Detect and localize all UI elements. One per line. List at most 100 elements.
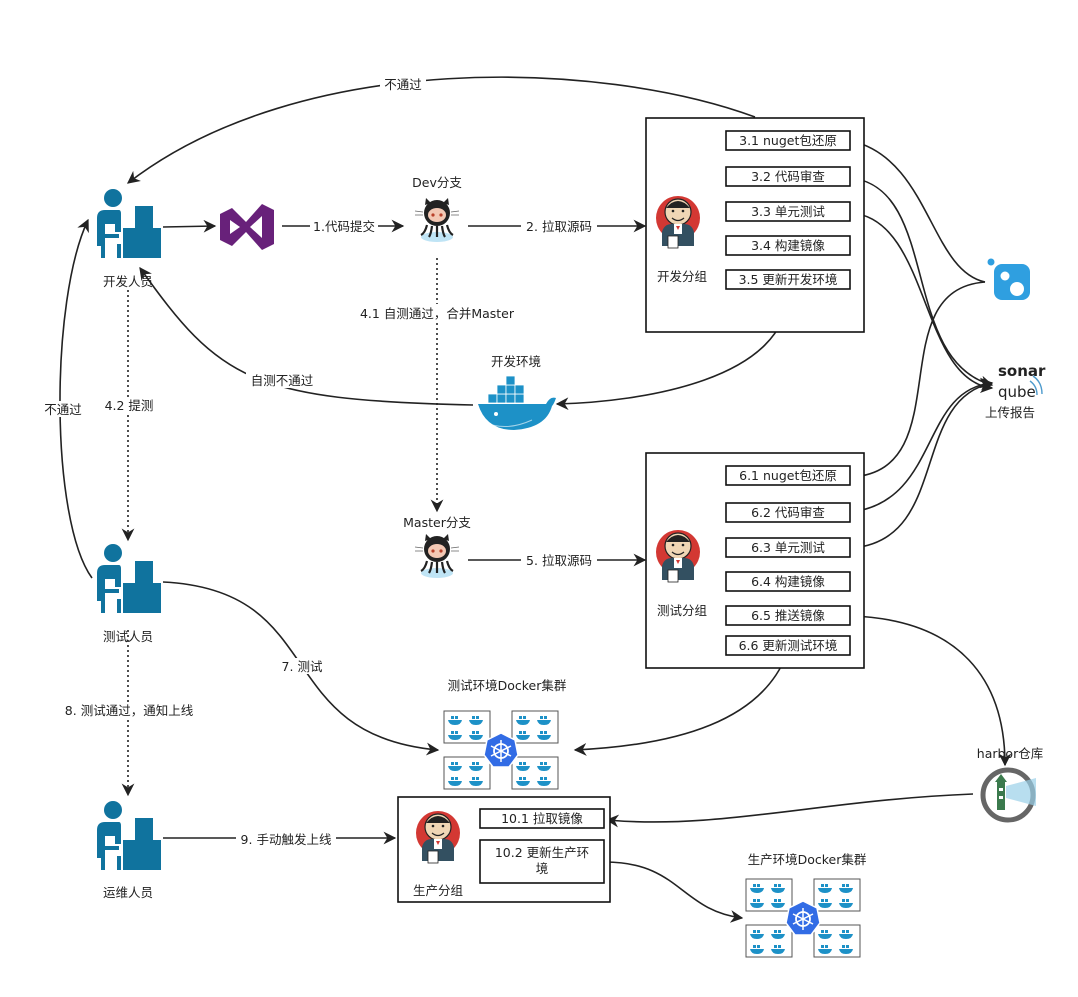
prod-step-1: 10.1 拉取镜像 — [479, 808, 605, 829]
prod-group: 生产分组 10.1 拉取镜像 10.2 更新生产环 境 — [397, 796, 611, 903]
prod-k8s-icon — [746, 879, 860, 957]
harbor-label: harbor仓库 — [977, 746, 1043, 761]
jenkins-dev-icon — [655, 195, 701, 249]
dev-env-node: 开发环境 — [477, 354, 557, 431]
harbor-icon — [980, 767, 1036, 823]
nuget-icon — [987, 258, 1030, 300]
edge-nuget-dev — [850, 137, 986, 283]
test-step-4-label: 6.4 构建镜像 — [751, 574, 825, 589]
test-step-6: 6.6 更新测试环境 — [725, 635, 851, 656]
edges-layer — [59, 76, 1012, 923]
github-dev-node: Dev分支 — [412, 175, 462, 244]
edge-review-sonar-dev — [851, 177, 994, 389]
test-step-6-label: 6.6 更新测试环境 — [739, 638, 838, 653]
test-step-5: 6.5 推送镜像 — [725, 605, 851, 626]
ops-label: 运维人员 — [103, 885, 153, 900]
dev-step-5: 3.5 更新开发环境 — [725, 269, 851, 290]
nuget-node — [987, 258, 1030, 300]
tester-label: 测试人员 — [103, 629, 153, 644]
edge-push-harbor — [851, 615, 1012, 767]
label-notify: 8. 测试通过，通知上线 — [65, 703, 194, 718]
prod-step-1-label: 10.1 拉取镜像 — [501, 811, 583, 826]
harbor-node: harbor仓库 — [977, 746, 1043, 823]
docker-icon — [477, 375, 557, 431]
jenkins-prod-icon — [415, 810, 461, 864]
dev-step-4-label: 3.4 构建镜像 — [751, 238, 825, 253]
prod-step-2-line2: 境 — [536, 861, 549, 876]
label-test: 7. 测试 — [282, 659, 323, 674]
edge-dev-to-vs — [162, 219, 217, 233]
label-manual: 9. 手动触发上线 — [241, 832, 332, 847]
label-self-fail: 自测不通过 — [251, 373, 314, 388]
dev-step-4: 3.4 构建镜像 — [725, 235, 851, 256]
master-branch-label: Master分支 — [403, 515, 471, 530]
prod-cluster-label: 生产环境Docker集群 — [748, 852, 867, 867]
dev-step-1: 3.1 nuget包还原 — [725, 130, 851, 151]
prod-cluster-node: 生产环境Docker集群 — [746, 852, 867, 957]
edge-review-sonar-test — [851, 377, 994, 513]
visual-studio-icon — [220, 204, 274, 250]
dev-env-label: 开发环境 — [491, 354, 541, 369]
label-submit-test: 4.2 提测 — [105, 398, 154, 413]
sonar-word: sonar — [998, 362, 1046, 380]
edge-unit-sonar-dev — [851, 212, 994, 394]
tester-icon — [97, 544, 161, 613]
edge-update-test-env — [573, 655, 787, 756]
jenkins-test-icon — [655, 529, 701, 583]
edge-update-prod — [604, 861, 744, 923]
qube-word: qube — [998, 383, 1036, 401]
label-top-fail: 不通过 — [384, 77, 422, 92]
test-k8s-icon — [444, 711, 558, 789]
prod-group-label: 生产分组 — [413, 883, 463, 898]
label-merge: 4.1 自测通过，合并Master — [360, 306, 515, 321]
dev-group: 开发分组 3.1 nuget包还原 3.2 代码审查 3.3 单元测试 3.4 … — [645, 117, 865, 333]
developer-icon — [97, 189, 161, 258]
edge-top-fail — [126, 76, 756, 184]
test-step-2: 6.2 代码审查 — [725, 502, 851, 523]
sonar-caption: 上传报告 — [985, 405, 1035, 420]
tester-node: 测试人员 — [97, 544, 161, 644]
visual-studio-node — [220, 204, 274, 250]
test-step-4: 6.4 构建镜像 — [725, 571, 851, 592]
label-pull-master: 5. 拉取源码 — [526, 553, 592, 568]
label-pull-dev: 2. 拉取源码 — [526, 219, 592, 234]
edge-labels: 不通过 1.代码提交 2. 拉取源码 4.1 自测通过，合并Master 自测不… — [40, 76, 597, 847]
test-cluster-node: 测试环境Docker集群 — [444, 678, 567, 789]
edge-pull-image — [605, 793, 974, 828]
test-group: 测试分组 6.1 nuget包还原 6.2 代码审查 6.3 单元测试 6.4 … — [645, 452, 865, 669]
dev-step-3: 3.3 单元测试 — [725, 201, 851, 222]
test-step-3: 6.3 单元测试 — [725, 537, 851, 558]
edge-left-fail — [59, 218, 93, 579]
ops-icon — [97, 801, 161, 870]
prod-step-2-line1: 10.2 更新生产环 — [495, 845, 589, 860]
developer-label: 开发人员 — [103, 274, 153, 289]
dev-group-label: 开发分组 — [657, 269, 707, 284]
edge-nuget-test — [850, 281, 986, 483]
prod-step-2: 10.2 更新生产环 境 — [479, 839, 605, 884]
dev-step-1-label: 3.1 nuget包还原 — [739, 133, 837, 148]
label-commit: 1.代码提交 — [313, 219, 375, 234]
dev-step-3-label: 3.3 单元测试 — [751, 204, 825, 219]
test-cluster-label: 测试环境Docker集群 — [448, 678, 567, 693]
test-group-label: 测试分组 — [657, 603, 707, 618]
github-master-icon — [413, 532, 461, 580]
test-step-1-label: 6.1 nuget包还原 — [739, 468, 837, 483]
ops-node: 运维人员 — [97, 801, 161, 900]
dev-branch-label: Dev分支 — [412, 175, 462, 190]
test-step-2-label: 6.2 代码审查 — [751, 505, 825, 520]
developer-node: 开发人员 — [97, 189, 161, 289]
edge-unit-sonar-test — [851, 379, 994, 549]
sonarqube-node: sonar qube 上传报告 — [985, 362, 1046, 420]
github-master-node: Master分支 — [403, 515, 471, 580]
dev-step-2-label: 3.2 代码审查 — [751, 169, 825, 184]
github-dev-icon — [413, 196, 461, 244]
sonarqube-icon: sonar qube — [998, 362, 1046, 401]
dev-step-5-label: 3.5 更新开发环境 — [739, 272, 838, 287]
test-step-3-label: 6.3 单元测试 — [751, 540, 825, 555]
label-left-fail: 不通过 — [44, 402, 82, 417]
dev-step-2: 3.2 代码审查 — [725, 166, 851, 187]
test-step-5-label: 6.5 推送镜像 — [751, 608, 825, 623]
test-step-1: 6.1 nuget包还原 — [725, 465, 851, 486]
